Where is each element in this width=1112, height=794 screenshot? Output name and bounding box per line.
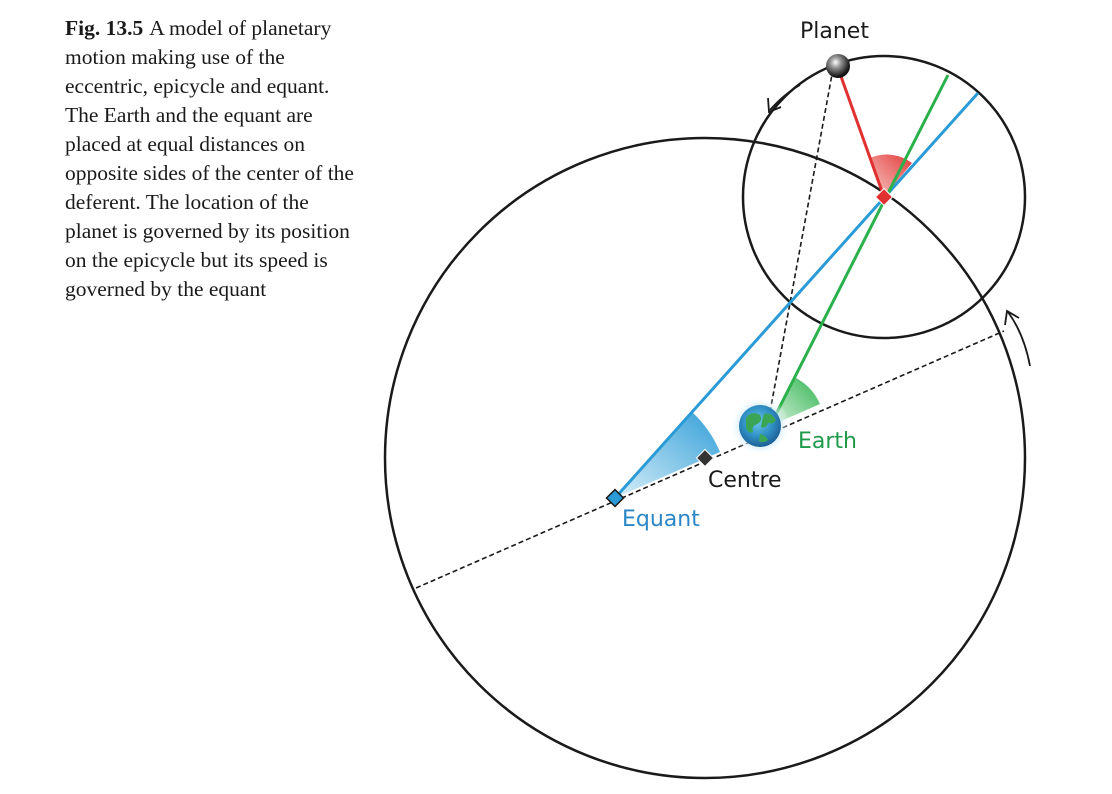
earth-icon — [730, 396, 790, 456]
caption-text: A model of planetary motion making use o… — [65, 16, 354, 301]
equant-angle-wedge — [615, 412, 720, 498]
earth-line — [768, 74, 950, 427]
centre-marker — [695, 448, 715, 468]
epicycle-radius-line — [836, 67, 886, 198]
equant-label: Equant — [622, 507, 700, 532]
centre-label: Centre — [708, 468, 782, 493]
epicycle-motion-arrow — [767, 84, 801, 114]
epicycle-center-marker — [874, 187, 894, 207]
planet-label: Planet — [800, 19, 869, 44]
figure-number: Fig. 13.5 — [65, 16, 144, 40]
deferent-circle — [383, 136, 1027, 780]
epicycle-circle — [741, 54, 1027, 340]
equant-line — [613, 91, 980, 500]
deferent-motion-arrow — [1004, 309, 1031, 367]
earth-planet-line — [769, 68, 834, 413]
earth-label: Earth — [798, 429, 857, 454]
planet-icon — [826, 54, 850, 78]
equant-marker — [605, 488, 625, 508]
